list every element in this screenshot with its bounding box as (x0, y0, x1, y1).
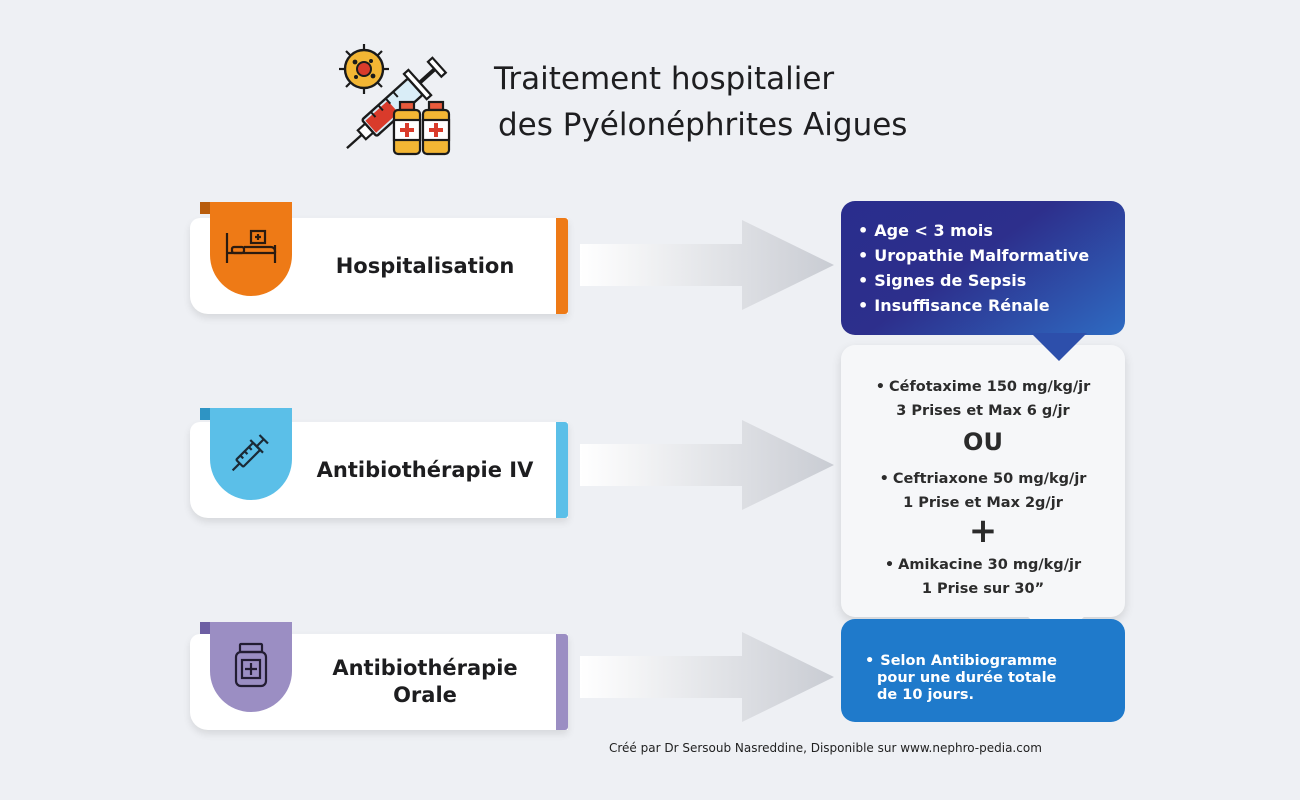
drug-name: Amikacine 30 mg/kg/jr (841, 553, 1125, 577)
criteria-item: Uropathie Malformative (858, 243, 1125, 268)
drug-name: Céfotaxime 150 mg/kg/jr (841, 375, 1125, 399)
card-accent-edge (556, 218, 568, 314)
antibiotherapie-iv-tab (200, 408, 292, 500)
tab-fold (200, 622, 210, 634)
syringe-icon (229, 430, 273, 478)
card-accent-edge (556, 634, 568, 730)
antibiotherapie-iv-label: Antibiothérapie IV (316, 457, 534, 482)
medicine-bottle-icon (231, 642, 271, 692)
hospitalisation-label: Hospitalisation (335, 253, 515, 278)
hospitalisation-tab (200, 202, 292, 296)
drug-name: Ceftriaxone 50 mg/kg/jr (841, 467, 1125, 491)
arrow-to-iv-treatment (580, 420, 834, 510)
title-line-1: Traitement hospitalier (494, 61, 835, 97)
antibiotherapie-iv-card: Antibiothérapie IV (190, 408, 568, 518)
criteria-item: Insuffisance Rénale (858, 293, 1125, 318)
oral-treatment-line: Selon Antibiogramme (865, 653, 1125, 670)
antibiotherapie-orale-label: Antibiothérapie Orale (294, 634, 556, 730)
footer-credit: Créé par Dr Sersoub Nasreddine, Disponib… (609, 741, 1042, 755)
arrow-to-criteria (580, 220, 834, 310)
oral-treatment-line: de 10 jours. (877, 687, 975, 703)
hospitalisation-criteria-panel: Age < 3 mois Uropathie Malformative Sign… (841, 201, 1125, 361)
panel-notch (1031, 333, 1087, 361)
page-title: Traitement hospitalier des Pyélonéphrite… (494, 56, 907, 148)
criteria-item: Age < 3 mois (858, 218, 1125, 243)
title-line-2: des Pyélonéphrites Aigues (498, 107, 908, 143)
oral-treatment-line: pour une durée totale (877, 670, 1057, 686)
drug-cefotaxime: Céfotaxime 150 mg/kg/jr 3 Prises et Max … (841, 375, 1125, 423)
syringe-vials-virus-icon (336, 42, 458, 160)
drug-ceftriaxone: Ceftriaxone 50 mg/kg/jr 1 Prise et Max 2… (841, 467, 1125, 515)
tab-fold (200, 202, 210, 214)
arrow-to-oral-treatment (580, 632, 834, 722)
oral-treatment-panel: Selon Antibiogramme pour une durée total… (841, 619, 1125, 722)
drug-dosage: 1 Prise et Max 2g/jr (903, 495, 1063, 511)
antibiotherapie-orale-card: Antibiothérapie Orale (190, 622, 568, 730)
antibiotherapie-orale-label-line-1: Antibiothérapie (332, 656, 518, 680)
iv-treatment-panel: Céfotaxime 150 mg/kg/jr 3 Prises et Max … (841, 345, 1125, 643)
drug-amikacine: Amikacine 30 mg/kg/jr 1 Prise sur 30” (841, 553, 1125, 601)
plus-separator: + (968, 511, 998, 551)
hospital-bed-icon (224, 227, 278, 271)
antibiotherapie-orale-label-line-2: Orale (393, 683, 457, 707)
or-separator: OU (963, 428, 1003, 456)
drug-dosage: 1 Prise sur 30” (921, 581, 1045, 597)
criteria-item: Signes de Sepsis (858, 268, 1125, 293)
hospitalisation-card: Hospitalisation (190, 202, 568, 314)
tab-fold (200, 408, 210, 420)
card-accent-edge (556, 422, 568, 518)
antibiotherapie-orale-tab (200, 622, 292, 712)
drug-dosage: 3 Prises et Max 6 g/jr (896, 403, 1070, 419)
